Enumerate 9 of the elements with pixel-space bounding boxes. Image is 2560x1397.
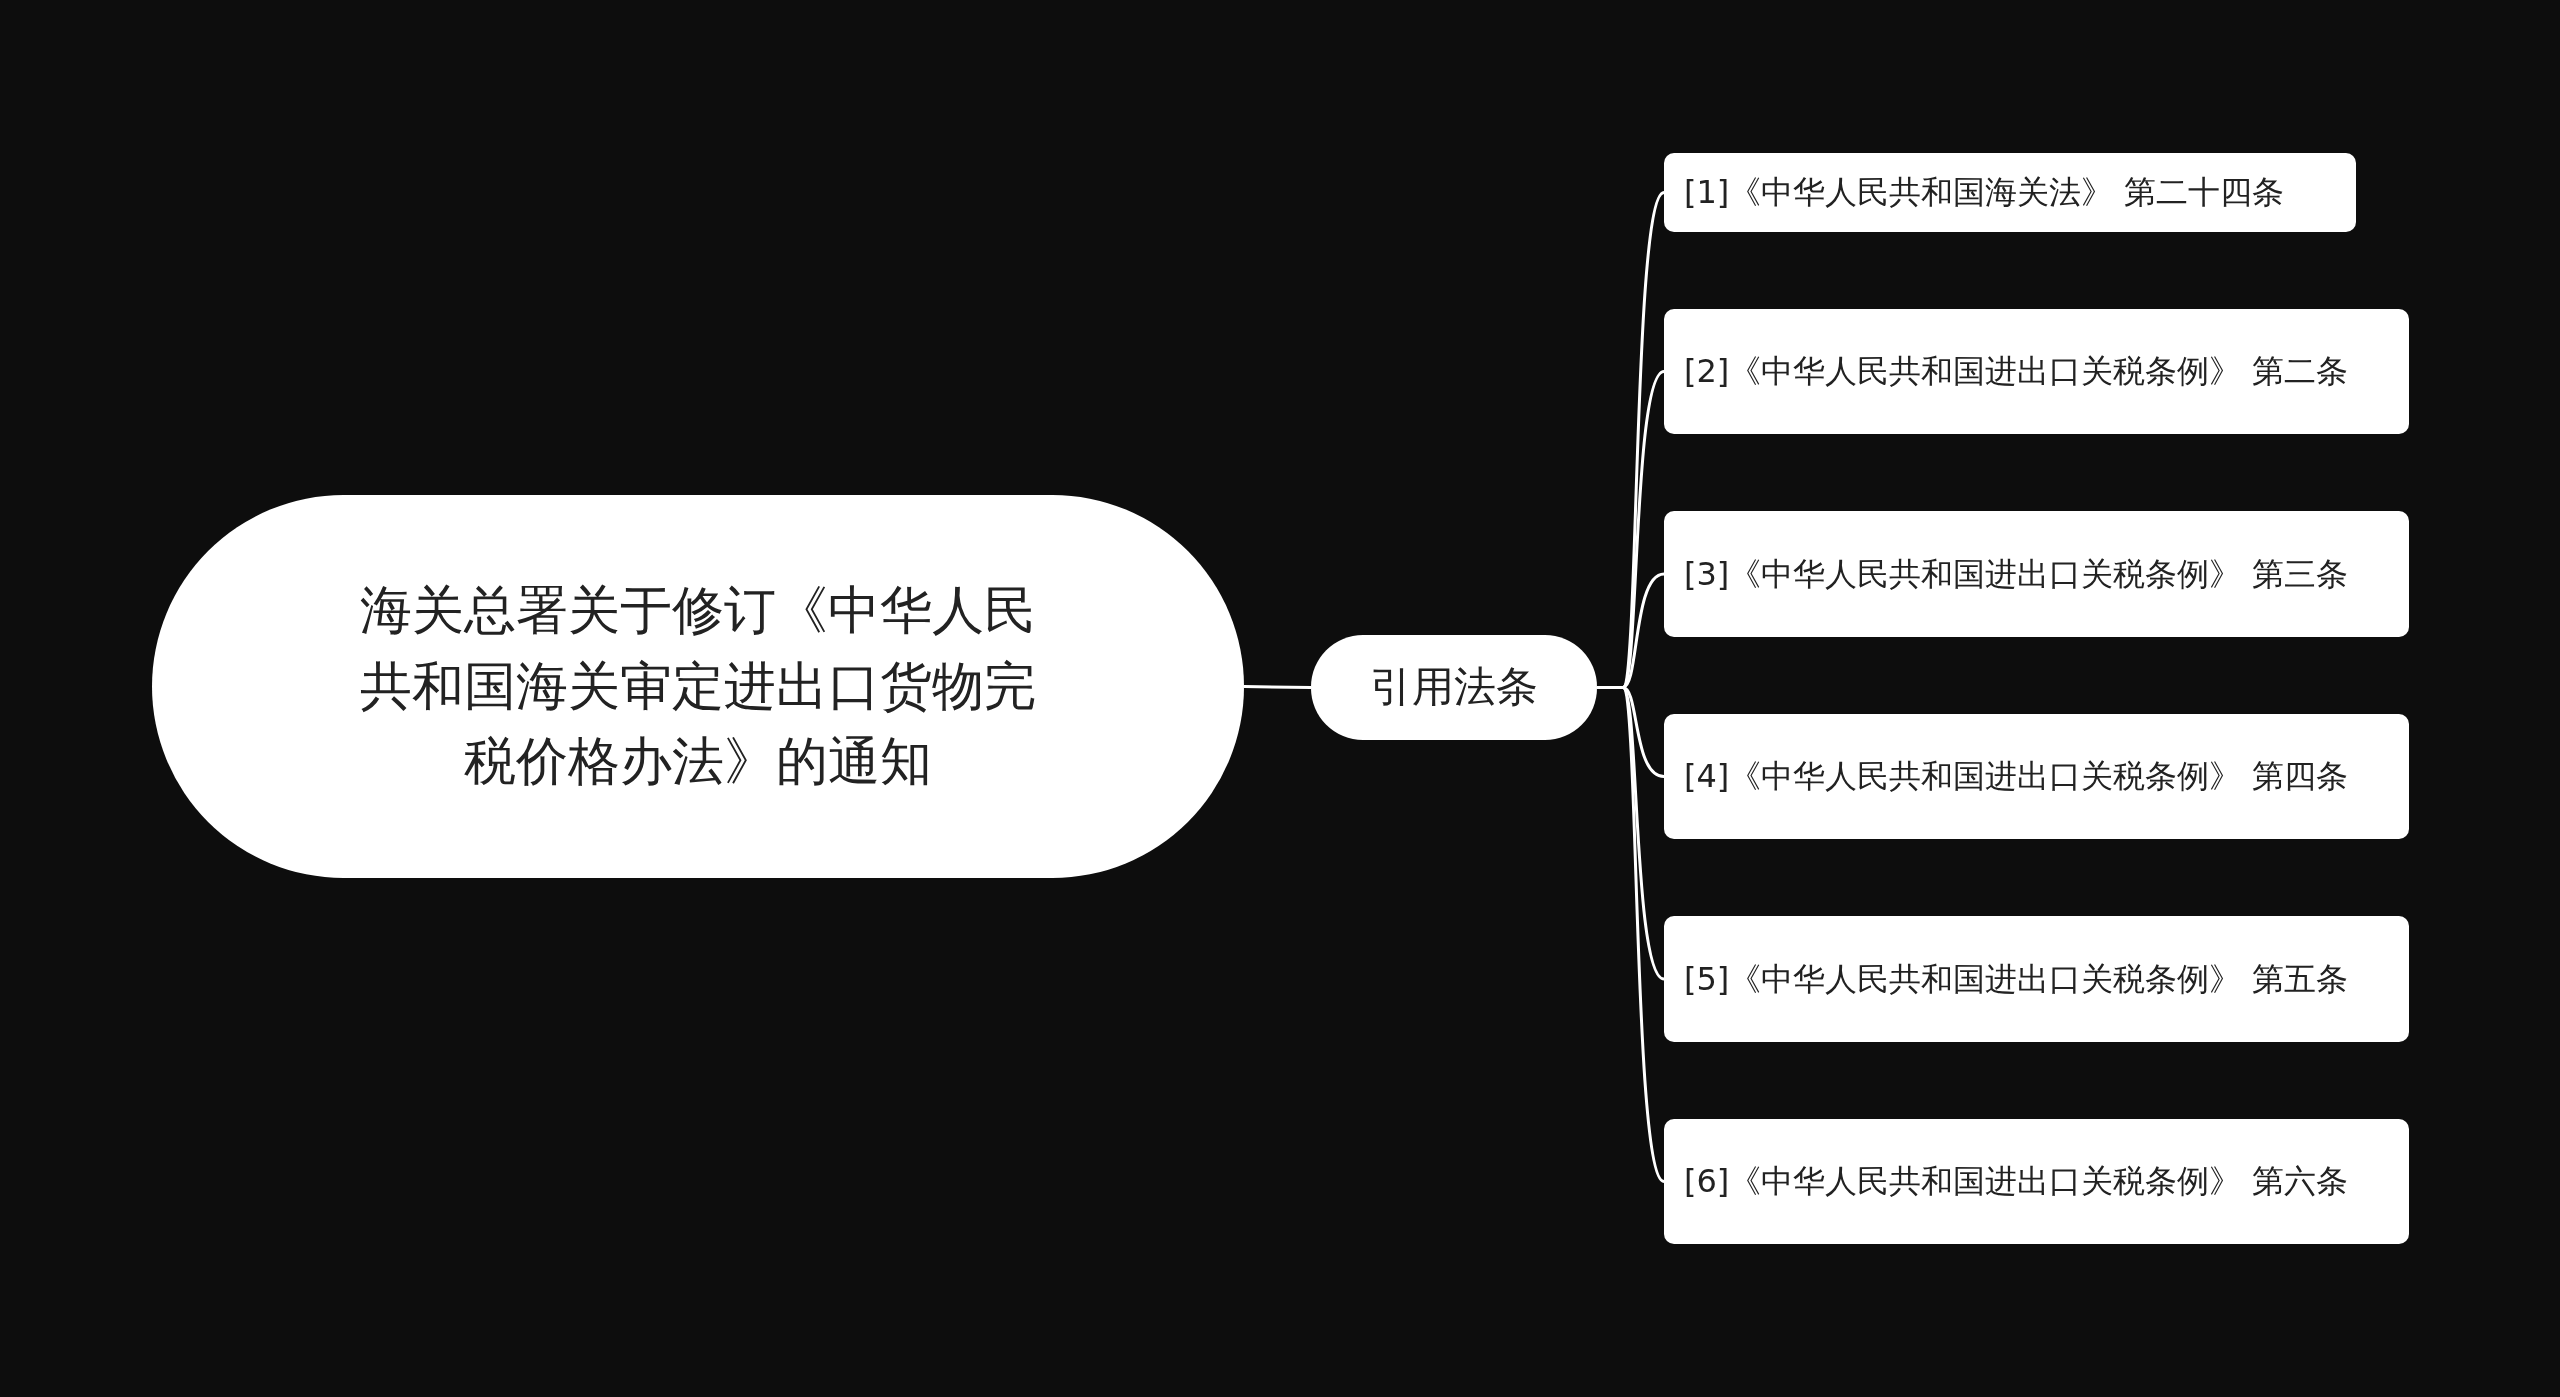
citation-box: [6]《中华人民共和国进出口关税条例》 第六条 — [1664, 1119, 2409, 1244]
topic-pill: 海关总署关于修订《中华人民共和国海关审定进出口货物完税价格办法》的通知 — [152, 495, 1244, 878]
citation-box: [4]《中华人民共和国进出口关税条例》 第四条 — [1664, 714, 2409, 839]
citation-box: [3]《中华人民共和国进出口关税条例》 第三条 — [1664, 511, 2409, 637]
citation-box: [5]《中华人民共和国进出口关税条例》 第五条 — [1664, 916, 2409, 1042]
subtopic-pill: 引用法条 — [1311, 635, 1597, 740]
connector — [1243, 685, 1312, 689]
citation-box: [2]《中华人民共和国进出口关税条例》 第二条 — [1664, 309, 2409, 434]
citation-box: [1]《中华人民共和国海关法》 第二十四条 — [1664, 153, 2356, 232]
